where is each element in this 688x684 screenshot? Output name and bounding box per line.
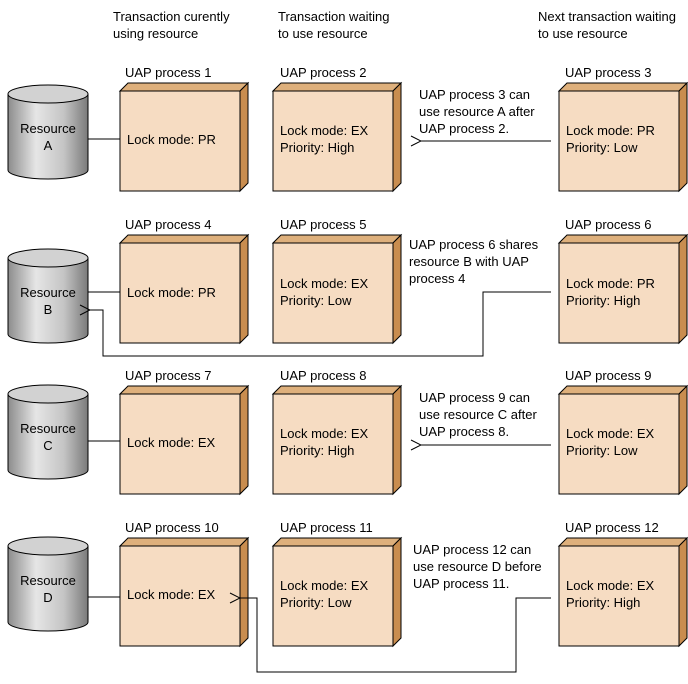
process-4-label: UAP process 4 [125, 217, 212, 232]
process-10-text: Lock mode: EX [127, 587, 216, 602]
process-9-text: Lock mode: EX Priority: Low [566, 426, 655, 458]
resource-a-label: Resource A [20, 121, 76, 153]
process-1-text: Lock mode: PR [127, 132, 216, 147]
resource-b-cylinder[interactable] [7, 248, 89, 344]
resource-d-cylinder[interactable] [7, 536, 89, 632]
process-1-box[interactable] [118, 81, 250, 193]
resource-c-cylinder[interactable] [7, 384, 89, 480]
process-7-label: UAP process 7 [125, 368, 212, 383]
arrow-b [90, 291, 551, 357]
row-a [7, 81, 688, 193]
process-9-box[interactable] [557, 384, 688, 496]
arrow-d [240, 598, 551, 673]
process-3-label: UAP process 3 [565, 65, 652, 80]
process-2-box[interactable] [271, 81, 403, 193]
process-7-text: Lock mode: EX [127, 435, 216, 450]
resource-a-cylinder[interactable] [7, 84, 89, 180]
row-c [7, 384, 688, 496]
process-11-text: Lock mode: EX Priority: Low [280, 578, 369, 610]
process-4-box[interactable] [118, 233, 250, 345]
process-9-label: UAP process 9 [565, 368, 652, 383]
process-5-text: Lock mode: EX Priority: Low [280, 276, 369, 308]
process-2-label: UAP process 2 [280, 65, 367, 80]
process-11-label: UAP process 11 [280, 520, 373, 535]
resource-c-label: Resource C [20, 421, 76, 453]
header-waiting: Transaction waiting to use resource [278, 9, 390, 41]
process-12-label: UAP process 12 [565, 520, 659, 535]
header-current: Transaction curently using resource [113, 9, 230, 41]
process-11-box[interactable] [271, 536, 403, 648]
process-6-label: UAP process 6 [565, 217, 652, 232]
process-10-label: UAP process 10 [125, 520, 219, 535]
process-1-label: UAP process 1 [125, 65, 212, 80]
resource-d-label: Resource D [20, 573, 76, 605]
process-8-box[interactable] [271, 384, 403, 496]
resource-b-label: Resource B [20, 285, 76, 317]
note-a: UAP process 3 can use resource A after U… [419, 87, 535, 136]
note-c: UAP process 9 can use resource C after U… [419, 390, 537, 439]
process-3-box[interactable] [557, 81, 688, 193]
process-2-text: Lock mode: EX Priority: High [280, 123, 369, 155]
process-4-text: Lock mode: PR [127, 285, 216, 300]
process-12-box[interactable] [557, 536, 688, 648]
row-d [7, 536, 688, 673]
process-5-label: UAP process 5 [280, 217, 367, 232]
process-8-text: Lock mode: EX Priority: High [280, 426, 369, 458]
process-7-box[interactable] [118, 384, 250, 496]
row-b [7, 233, 688, 357]
note-d: UAP process 12 can use resource D before… [413, 542, 542, 591]
process-5-box[interactable] [271, 233, 403, 345]
process-12-text: Lock mode: EX Priority: High [566, 578, 655, 610]
process-10-box[interactable] [118, 536, 250, 648]
process-6-box[interactable] [557, 233, 688, 345]
process-6-text: Lock mode: PR Priority: High [566, 276, 655, 308]
header-next: Next transaction waiting to use resource [538, 9, 677, 41]
note-b: UAP process 6 shares resource B with UAP… [409, 237, 539, 286]
process-8-label: UAP process 8 [280, 368, 367, 383]
process-3-text: Lock mode: PR Priority: Low [566, 123, 655, 155]
